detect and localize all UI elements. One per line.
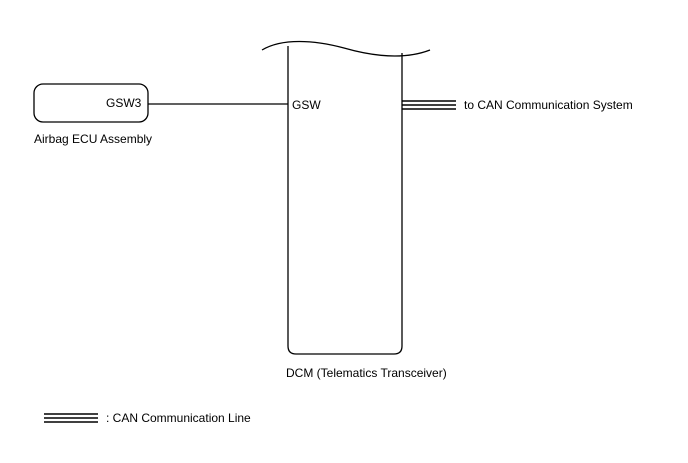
- dcm-terminal-label: GSW: [292, 98, 321, 112]
- dcm-break-line: [261, 40, 431, 57]
- airbag-ecu-name-label: Airbag ECU Assembly: [34, 132, 153, 146]
- can-bus-line: [402, 100, 456, 110]
- can-system-label: to CAN Communication System: [464, 98, 633, 112]
- legend-can-line-symbol: [44, 413, 98, 423]
- dcm-box-outline: [287, 46, 403, 355]
- airbag-ecu-terminal-label: GSW3: [106, 96, 142, 110]
- dcm-name-label: DCM (Telematics Transceiver): [286, 366, 447, 380]
- legend-text: : CAN Communication Line: [106, 411, 251, 425]
- airbag-ecu-box: [33, 83, 149, 123]
